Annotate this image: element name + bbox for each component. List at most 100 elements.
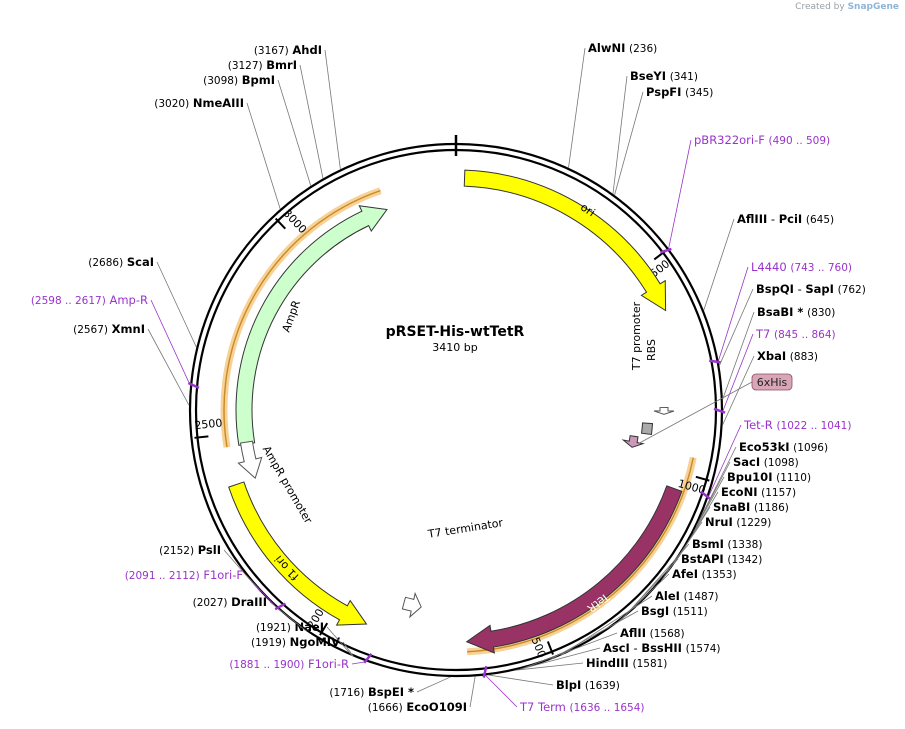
afliii-site-label: AflIII - PciI (645): [737, 212, 834, 226]
nmeaiii-site-label: (3020) NmeAIII: [154, 96, 244, 110]
leader-line: [245, 574, 279, 610]
leader-line: [549, 610, 639, 661]
bsabi-site-label: BsaBI * (830): [757, 305, 835, 319]
leader-line: [485, 675, 518, 708]
leader-line: [718, 266, 749, 361]
leader-line: [614, 91, 644, 196]
leader-line: [223, 549, 261, 592]
leader-line: [668, 139, 692, 249]
amp-r-site-label: (2598 .. 2617) Amp-R: [31, 293, 148, 307]
tick-mark: [274, 217, 287, 230]
leader-line: [519, 647, 601, 670]
bsmi-site-label: BsmI (1338): [692, 537, 762, 551]
snabi-site-label: SnaBI (1186): [713, 500, 789, 514]
tetr-feature: [465, 485, 683, 654]
leader-line: [326, 626, 353, 657]
his-tag-feature: [621, 435, 645, 448]
nrui-site-label: NruI (1229): [705, 515, 771, 529]
credit-text: Created by: [795, 2, 845, 12]
tick-label: 2500: [194, 416, 223, 432]
primer-mark: [363, 652, 373, 664]
leader-line: [612, 75, 628, 195]
his-tag-label: 6xHis: [757, 376, 788, 389]
econi-site-label: EcoNI (1157): [721, 485, 796, 499]
xmni-site-label: (2567) XmnI: [73, 322, 145, 336]
scai-site-label: (2686) ScaI: [88, 255, 154, 269]
ampr-feature: [235, 205, 388, 446]
ampr-promoter-label: AmpR promoter: [260, 444, 315, 527]
snapgene-logo: SnapGene: [847, 2, 899, 12]
draiii-site-label: (2027) DraIII: [193, 595, 267, 609]
f1ori-f-site-label: (2091 .. 2112) F1ori-F: [125, 568, 243, 582]
leader-line: [722, 311, 755, 400]
primer-mark: [713, 407, 726, 414]
leader-line: [617, 573, 670, 624]
leader-line: [722, 355, 755, 426]
pbr322ori-f-site-label: pBR322ori-F (490 .. 509): [694, 133, 830, 147]
t7-terminator-feature: [401, 591, 422, 619]
t7-promoter-feature: [653, 406, 675, 415]
leader-line: [246, 102, 281, 210]
bsgi-site-label: BsgI (1511): [641, 604, 708, 618]
primer-mark: [709, 359, 721, 364]
aflii-site-label: AflII (1568): [620, 626, 685, 640]
blpi-site-label: BlpI (1639): [556, 678, 620, 692]
leader-line: [693, 476, 725, 533]
leader-line: [718, 288, 754, 366]
snapgene-credit: Created by SnapGene: [795, 2, 899, 12]
ampr-promoter-feature: [237, 440, 263, 479]
tet-r-site-label: Tet-R (1022 .. 1041): [743, 418, 851, 432]
rbs-label: RBS: [645, 339, 658, 361]
ori-feature: [463, 169, 667, 312]
leader-line: [708, 424, 742, 497]
ngomiv-site-label: (1919) NgoMIV: [251, 635, 340, 649]
t7-term-site-label: T7 Term (1636 .. 1654): [519, 700, 645, 714]
asci-site-label: AscI - BssHII (1574): [603, 641, 721, 655]
psli-site-label: (2152) PslI: [159, 543, 221, 557]
plasmid-length: 3410 bp: [432, 341, 477, 354]
tick-mark: [546, 641, 554, 655]
leader-line: [660, 521, 703, 581]
his-leader: [638, 381, 753, 444]
leader-line: [568, 47, 586, 168]
rbs-feature: [640, 422, 654, 435]
primer-mark: [187, 381, 200, 390]
primer-mark: [274, 602, 287, 611]
f1ori-r-site-label: (1881 .. 1900) F1ori-R: [229, 657, 349, 671]
t7-terminator-label: T7 terminator: [426, 516, 504, 541]
ecoo109i-site-label: (1666) EcoO109I: [368, 700, 467, 714]
tick-mark: [695, 475, 710, 482]
leader-line: [469, 676, 476, 708]
bpmi-site-label: (3098) BpmI: [203, 73, 275, 87]
f1-ori-feature: [228, 481, 368, 626]
leader-line: [150, 299, 191, 386]
leader-line: [703, 218, 735, 311]
alwni-site-label: AlwNI (236): [588, 41, 657, 55]
xbai-site-label: XbaI (883): [757, 349, 818, 363]
naei-site-label: (1921) NaeI: [256, 620, 324, 634]
t7-site-label: T7 (845 .. 864): [755, 327, 836, 341]
his-tag-box: [751, 373, 793, 391]
bspei-site-label: (1716) BspEI *: [329, 685, 414, 699]
primer-mark: [700, 490, 711, 500]
leader-line: [147, 328, 190, 406]
hindiii-site-label: HindIII (1581): [586, 656, 667, 670]
l4440-site-label: L4440 (743 .. 760): [751, 260, 852, 274]
primer-mark: [482, 665, 488, 678]
backbone-inner: [194, 148, 718, 672]
tick-mark: [319, 622, 329, 636]
bspqi-site-label: BspQI - SapI (762): [756, 282, 866, 296]
leader-line: [416, 676, 451, 693]
tet-highlight: [466, 456, 697, 656]
leader-line: [342, 641, 354, 657]
eco53ki-site-label: Eco53kI (1096): [739, 440, 828, 454]
saci-site-label: SacI (1098): [733, 455, 799, 469]
afei-site-label: AfeI (1353): [672, 567, 737, 581]
leader-line: [522, 632, 618, 669]
primer-mark: [659, 247, 672, 254]
ahdi-site-label: (3167) AhdI: [254, 43, 322, 57]
bstapi-site-label: BstAPI (1342): [681, 552, 762, 566]
tet-highlight-line: [467, 457, 694, 653]
leader-line: [516, 662, 584, 671]
